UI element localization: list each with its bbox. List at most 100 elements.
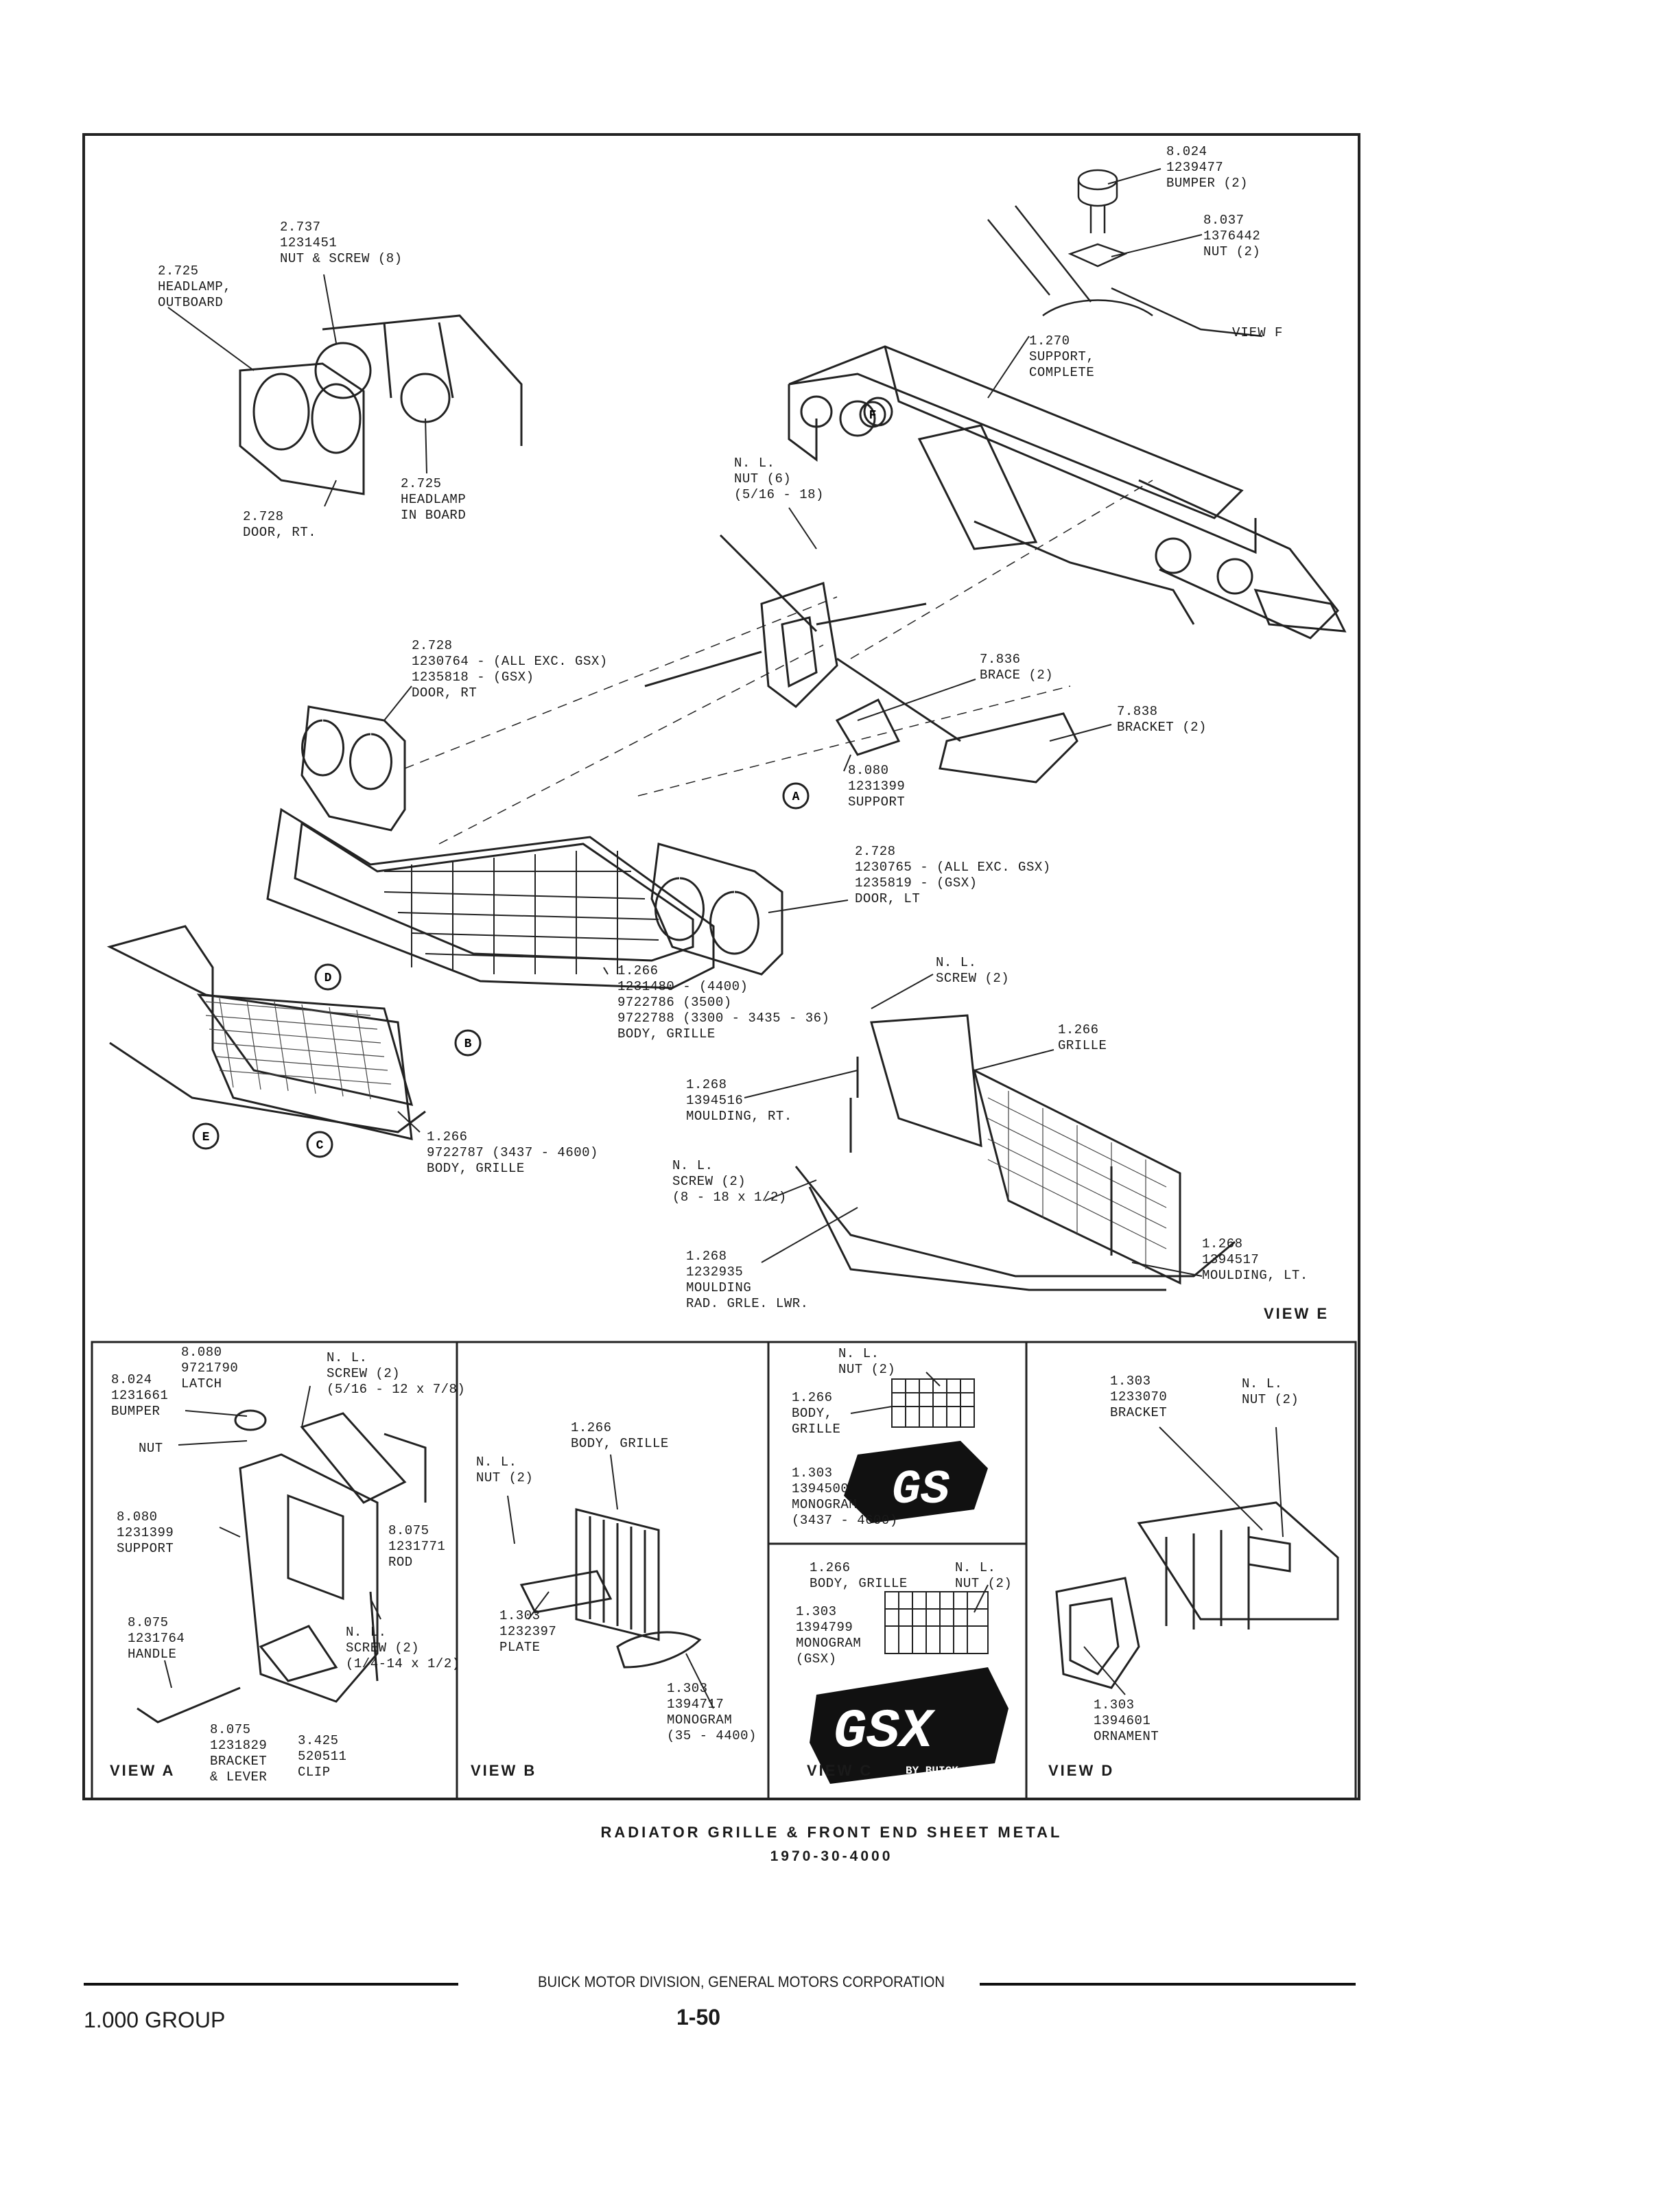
callout-line: 1231399 xyxy=(117,1525,174,1540)
callout-line: 1394799 xyxy=(796,1620,853,1635)
callout-line: 8.024 xyxy=(1166,144,1207,159)
callout-line: 2.737 xyxy=(280,220,321,235)
callout-line: 1.268 xyxy=(1202,1236,1243,1251)
callout-line: 1.303 xyxy=(1094,1697,1135,1713)
callout-line: DOOR, LT xyxy=(855,891,921,906)
view-b-illustration xyxy=(519,1508,702,1669)
callout-line: DOOR, RT xyxy=(412,685,477,701)
callout-line: 1231451 xyxy=(280,235,338,250)
gsx-emblem: GSX BY BUICK xyxy=(810,1667,1009,1784)
callout-line: BRACKET (2) xyxy=(1117,720,1207,735)
view-e-label: VIEW E xyxy=(1264,1305,1330,1322)
callout-line: 1394717 xyxy=(667,1697,724,1712)
callout-line: MONOGRAM xyxy=(792,1497,858,1512)
leader-lines xyxy=(164,168,1284,1709)
callout-b-nut: N. L.NUT (2) xyxy=(476,1455,533,1486)
headlamp-illustration xyxy=(239,314,523,495)
callout-line: BRACKET xyxy=(210,1754,268,1769)
alignment-lines xyxy=(404,480,1153,845)
callout-line: 1231764 xyxy=(128,1631,185,1646)
callout-c-nut1: N. L.NUT (2) xyxy=(838,1346,895,1378)
callout-line: (5/16 - 12 x 7/8) xyxy=(327,1382,466,1397)
bracket-brace-illustration xyxy=(644,534,1078,784)
callout-line: BODY, GRILLE xyxy=(427,1161,525,1176)
marker-letter: E xyxy=(202,1131,210,1144)
callout-line: 1231399 xyxy=(848,779,906,794)
callout-line: 1.268 xyxy=(686,1249,727,1264)
callout-line: 520511 xyxy=(298,1749,347,1764)
callout-line: 9722786 (3500) xyxy=(617,995,732,1010)
callout-line: NUT (2) xyxy=(838,1362,896,1377)
callout-line: IN BOARD xyxy=(401,508,467,523)
callout-line: N. L. xyxy=(346,1625,387,1640)
callout-nut-nl: N. L.NUT (6)(5/16 - 18) xyxy=(734,456,824,503)
radiator-support-illustration xyxy=(788,345,1347,639)
callout-line: 1.268 xyxy=(686,1077,727,1092)
marker-f: F xyxy=(859,401,886,428)
callout-line: SCREW (2) xyxy=(672,1174,746,1189)
callout-line: NUT (2) xyxy=(1203,244,1261,259)
view-a-label: VIEW A xyxy=(110,1762,176,1779)
callout-line: MONOGRAM xyxy=(796,1636,862,1651)
callout-line: BODY, GRILLE xyxy=(571,1436,669,1451)
gsx-emblem-sub: BY BUICK xyxy=(906,1765,958,1777)
callout-line: 8.080 xyxy=(848,763,889,778)
callout-line: SUPPORT xyxy=(117,1541,174,1556)
view-c-illustration xyxy=(884,1378,989,1654)
callout-line: N. L. xyxy=(734,456,775,471)
callout-line: BODY, GRILLE xyxy=(810,1576,908,1591)
callout-line: 1394500 xyxy=(792,1481,849,1496)
callout-line: SCREW (2) xyxy=(327,1366,401,1381)
callout-line: 1.303 xyxy=(1110,1374,1151,1389)
callout-line: BODY, xyxy=(792,1406,833,1421)
callout-line: 1230764 - (ALL EXC. GSX) xyxy=(412,654,608,669)
callout-line: 2.725 xyxy=(401,476,442,491)
callout-screw-8-18: N. L.SCREW (2)(8 - 18 x 1/2) xyxy=(672,1158,787,1205)
callout-line: 1232935 xyxy=(686,1264,744,1280)
callout-line: MOULDING xyxy=(686,1280,752,1295)
callout-line: 2.725 xyxy=(158,263,199,279)
footer-group: 1.000 GROUP xyxy=(84,2008,226,2032)
callout-line: 2.728 xyxy=(243,509,284,524)
callout-line: 1230765 - (ALL EXC. GSX) xyxy=(855,860,1051,875)
view-markers: A B C D E F xyxy=(192,401,886,1158)
callout-line: N. L. xyxy=(936,955,977,970)
view-f-label: VIEW F xyxy=(1232,325,1284,340)
callout-line: SUPPORT, xyxy=(1029,349,1095,364)
callout-line: 1239477 xyxy=(1166,160,1224,175)
callout-line: 1394517 xyxy=(1202,1252,1260,1267)
callout-line: 9721790 xyxy=(181,1361,239,1376)
figure-title: RADIATOR GRILLE & FRONT END SHEET METAL xyxy=(600,1824,1063,1841)
marker-a: A xyxy=(782,782,810,810)
callout-line: BUMPER (2) xyxy=(1166,176,1249,191)
marker-b: B xyxy=(454,1029,482,1057)
callout-line: 9722787 (3437 - 4600) xyxy=(427,1145,598,1160)
callout-line: GRILLE xyxy=(792,1422,841,1437)
marker-e: E xyxy=(192,1122,220,1150)
callout-line: OUTBOARD xyxy=(158,295,224,310)
callout-a-nut: NUT xyxy=(139,1441,163,1457)
callout-line: 1231661 xyxy=(111,1388,169,1403)
view-c-label: VIEW C xyxy=(807,1762,873,1779)
callout-line: HANDLE xyxy=(128,1647,177,1662)
callout-line: BRACKET xyxy=(1110,1405,1168,1420)
callout-line: (3437 - 4600) xyxy=(792,1513,898,1528)
callout-line: 3.425 xyxy=(298,1733,339,1748)
